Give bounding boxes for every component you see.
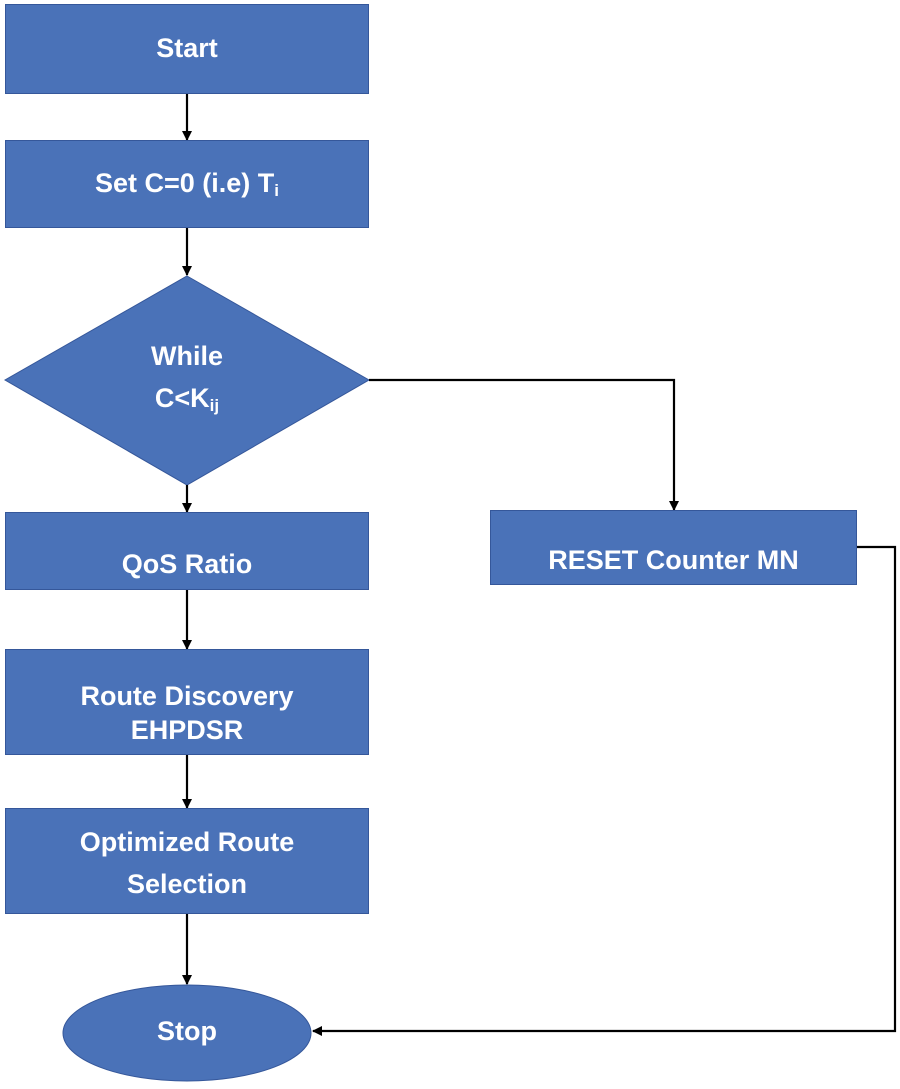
route-discovery-line1: Route Discovery: [80, 681, 294, 711]
arrow-while-to-reset: [369, 378, 679, 511]
while-line1: While: [151, 341, 223, 371]
while-subscript: ij: [209, 395, 220, 415]
set-counter-node: Set C=0 (i.e) Ti: [5, 140, 369, 228]
arrow-reset-to-stop: [312, 545, 897, 1036]
optimized-route-node: Optimized Route Selection: [5, 808, 369, 914]
stop-label: Stop: [157, 1016, 217, 1046]
route-discovery-line2: EHPDSR: [130, 714, 244, 745]
qos-ratio-node: QoS Ratio: [5, 512, 369, 590]
start-node: Start: [5, 4, 369, 94]
while-line2: C<Kij: [154, 382, 220, 415]
set-counter-label: Set C=0 (i.e) Ti: [94, 168, 280, 201]
set-counter-subscript: i: [274, 181, 280, 201]
route-discovery-node: Route Discovery EHPDSR: [5, 649, 369, 755]
optimized-route-line2: Selection: [126, 869, 248, 899]
while-label: While C<Kij: [87, 336, 287, 420]
start-label: Start: [156, 33, 218, 64]
reset-counter-node: RESET Counter MN: [490, 510, 857, 585]
stop-ellipse: [62, 984, 312, 1082]
reset-counter-label: RESET Counter MN: [548, 544, 799, 575]
optimized-route-line1: Optimized Route: [79, 827, 295, 858]
qos-ratio-label: QoS Ratio: [121, 549, 253, 580]
